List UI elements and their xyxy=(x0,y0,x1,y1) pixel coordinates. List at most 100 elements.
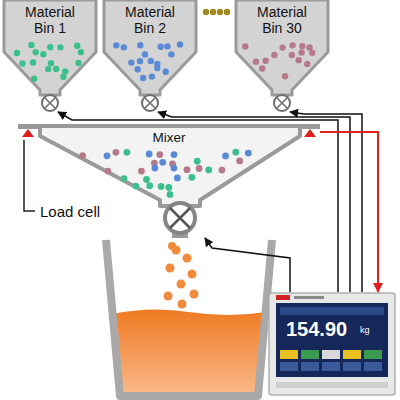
particle xyxy=(75,60,81,66)
particle xyxy=(45,66,51,72)
particle xyxy=(60,74,66,80)
mixer-flange xyxy=(298,124,320,129)
particle xyxy=(295,57,301,63)
valve xyxy=(42,95,58,111)
particle xyxy=(164,292,173,301)
particle xyxy=(188,270,197,279)
particle xyxy=(289,42,295,48)
particle xyxy=(178,300,187,309)
hopper xyxy=(4,0,96,95)
particle xyxy=(104,168,111,175)
particle xyxy=(298,49,304,55)
weight-readout: 154.90 xyxy=(286,318,347,340)
material-particles xyxy=(113,41,183,81)
falling-particles xyxy=(164,242,199,309)
dot xyxy=(203,9,209,15)
status-bar xyxy=(280,307,384,315)
particle xyxy=(245,150,252,157)
model-mark xyxy=(294,296,324,299)
particle xyxy=(219,167,226,174)
weighing-controller: 154.90 kg xyxy=(268,292,396,396)
particle xyxy=(78,49,84,55)
valve xyxy=(142,95,158,111)
particle xyxy=(190,290,199,299)
hopper xyxy=(236,0,328,95)
particle xyxy=(184,166,191,173)
particle xyxy=(196,165,203,172)
particle xyxy=(138,168,145,175)
ctrl-outline xyxy=(268,292,396,396)
unit-label: kg xyxy=(360,326,370,336)
control-wire xyxy=(290,112,362,292)
particle xyxy=(168,242,176,250)
part-label: Load cell xyxy=(40,203,100,220)
mixed-material xyxy=(113,309,266,395)
particle xyxy=(158,183,165,190)
material-particles xyxy=(242,42,315,79)
particle xyxy=(177,280,186,289)
mixer-label: Mixer xyxy=(18,130,320,146)
particle xyxy=(137,58,143,64)
leader-line xyxy=(24,140,35,211)
particle xyxy=(262,58,268,64)
particle xyxy=(156,151,163,158)
particle xyxy=(259,65,265,71)
particle xyxy=(74,43,80,49)
particle xyxy=(104,152,111,159)
mixer-flange xyxy=(18,124,42,129)
load-cell xyxy=(304,129,316,137)
dot xyxy=(224,9,230,15)
particle xyxy=(121,44,127,50)
particle xyxy=(164,43,170,49)
particle xyxy=(132,183,139,190)
particle xyxy=(57,44,63,50)
particle xyxy=(47,44,53,50)
particle xyxy=(170,165,177,172)
dot xyxy=(217,9,223,15)
particle xyxy=(158,44,164,50)
valve xyxy=(274,95,290,111)
particle xyxy=(165,184,172,191)
particle xyxy=(168,51,174,57)
hopper xyxy=(104,0,196,95)
particle xyxy=(79,152,86,159)
particle xyxy=(121,175,128,182)
material-particles xyxy=(14,42,84,82)
particle xyxy=(174,175,181,182)
particle xyxy=(177,41,183,47)
bin-label: Material Bin 30 xyxy=(246,4,318,36)
material-bin: Material Bin 2 xyxy=(102,0,198,112)
particle xyxy=(146,182,153,189)
controller-housing xyxy=(269,293,395,395)
particle xyxy=(167,191,174,198)
particle xyxy=(154,65,160,71)
particle xyxy=(194,158,201,165)
bucket xyxy=(106,240,272,396)
particle xyxy=(40,51,46,57)
particle xyxy=(188,174,195,181)
particle xyxy=(123,149,130,156)
bin-label: Material Bin 1 xyxy=(14,4,86,36)
particle xyxy=(253,58,259,64)
particle xyxy=(183,254,192,263)
particle xyxy=(282,73,288,79)
particle xyxy=(14,50,20,56)
load-cell xyxy=(22,129,34,137)
mixed-particles xyxy=(79,149,252,198)
screen-buttons xyxy=(280,350,382,371)
particle xyxy=(304,61,310,67)
particle xyxy=(222,152,229,159)
mixer: Mixer xyxy=(18,122,320,238)
control-wire xyxy=(205,238,290,292)
particle xyxy=(309,50,315,56)
brand-mark xyxy=(276,295,290,300)
particle xyxy=(299,43,305,49)
particle xyxy=(151,165,158,172)
particle xyxy=(19,60,25,66)
particle xyxy=(140,75,146,81)
particle xyxy=(113,42,119,48)
dot xyxy=(210,9,216,15)
particle xyxy=(289,52,295,58)
particle xyxy=(271,52,277,58)
